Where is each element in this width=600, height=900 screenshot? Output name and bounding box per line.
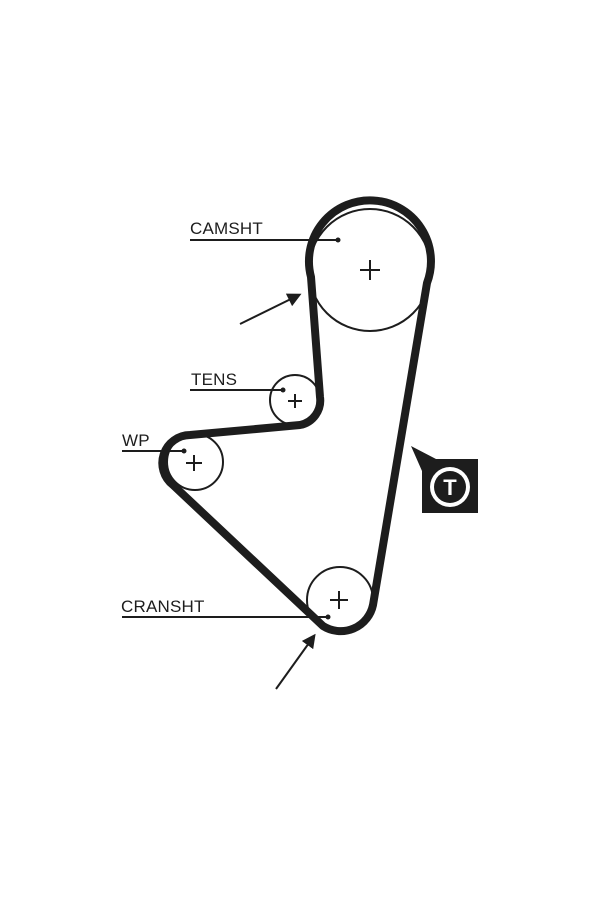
crankshaft-leader — [122, 614, 331, 620]
tensioner-center-plus-icon — [288, 394, 302, 408]
water-pump-label: WP — [122, 431, 150, 450]
crankshaft-center-plus-icon — [330, 591, 348, 609]
water-pump-leader — [122, 448, 187, 454]
tensioner-leader — [190, 387, 286, 393]
camshaft-label: CAMSHT — [190, 219, 263, 238]
tensioner-badge-icon: T — [411, 446, 478, 513]
crankshaft-label: CRANSHT — [121, 597, 205, 616]
tensioner-label: TENS — [191, 370, 237, 389]
tensioner-badge-letter: T — [443, 475, 457, 500]
timing-belt — [158, 196, 435, 636]
water-pump-center-plus-icon — [186, 455, 202, 471]
rotation-arrow-icon — [275, 633, 316, 690]
camshaft-leader — [190, 237, 341, 243]
rotation-arrow-icon — [239, 293, 302, 325]
camshaft-center-plus-icon — [360, 260, 380, 280]
